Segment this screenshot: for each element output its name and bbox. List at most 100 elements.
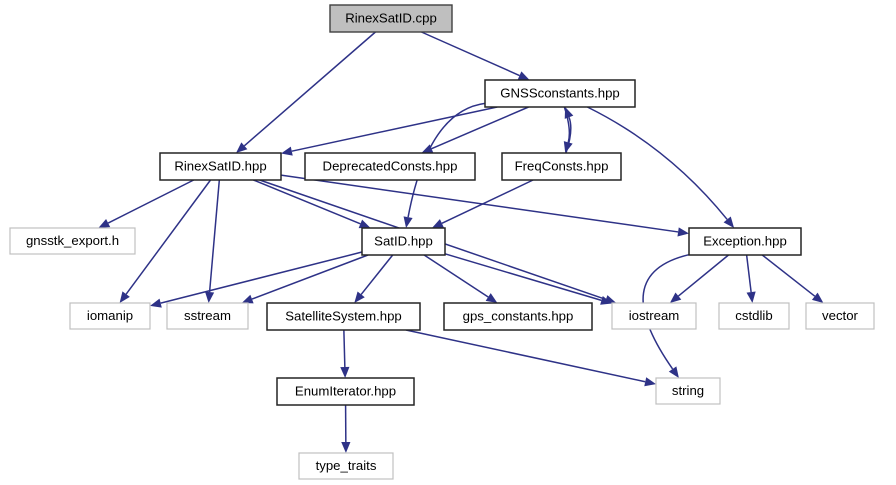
arrowhead-icon: [564, 107, 574, 119]
node-box: [276, 377, 415, 406]
arrowhead-icon: [644, 377, 656, 387]
node-label: iostream: [629, 308, 680, 323]
node-rinexsatid-cpp[interactable]: RinexSatID.cpp: [329, 4, 453, 33]
node-gnsstk-export-h[interactable]: gnsstk_export.h: [9, 227, 136, 255]
edge-line: [160, 251, 363, 304]
node-iomanip[interactable]: iomanip: [69, 302, 151, 330]
node-satellitesystem-hpp[interactable]: SatelliteSystem.hpp: [266, 302, 421, 331]
edge-line: [360, 254, 394, 295]
edge-line: [291, 106, 498, 152]
edge-line: [642, 253, 690, 370]
node-label: vector: [822, 308, 859, 323]
edge-enumiterator-hpp-to-type-traits: [341, 404, 351, 453]
node-vector[interactable]: vector: [805, 302, 875, 330]
node-box: [266, 302, 421, 331]
edge-exception-hpp-to-cstdlib: [745, 254, 756, 303]
edge-satellitesystem-hpp-to-enumiterator-hpp: [340, 329, 350, 378]
edge-rinexsatid-cpp-to-gnssconstants-hpp: [421, 31, 530, 80]
node-box: [484, 79, 636, 108]
edge-line: [253, 179, 361, 225]
edge-line: [243, 31, 376, 147]
node-label: FreqConsts.hpp: [515, 158, 609, 173]
arrowhead-icon: [431, 219, 444, 228]
edge-satid-hpp-to-iomanip: [150, 251, 363, 308]
edge-rinexsatid-cpp-to-rinexsatid-hpp: [236, 31, 376, 153]
edge-freqconsts-hpp-to-satid-hpp: [431, 179, 534, 228]
node-label: RinexSatID.cpp: [345, 10, 437, 25]
arrowhead-icon: [485, 293, 498, 303]
edge-layer: [98, 31, 824, 453]
edge-line: [107, 179, 195, 224]
node-box: [611, 302, 697, 330]
edge-line: [405, 329, 646, 383]
edge-exception-hpp-to-string: [642, 253, 690, 378]
arrowhead-icon: [358, 219, 371, 229]
node-cstdlib[interactable]: cstdlib: [718, 302, 790, 330]
edge-line: [587, 106, 728, 220]
arrowhead-icon: [119, 291, 130, 303]
edge-line: [125, 179, 212, 295]
edge-rinexsatid-hpp-to-sstream: [205, 179, 221, 303]
arrowhead-icon: [600, 295, 612, 305]
edge-line: [745, 254, 752, 293]
node-deprecatedconsts-hpp[interactable]: DeprecatedConsts.hpp: [304, 152, 476, 181]
node-satid-hpp[interactable]: SatID.hpp: [361, 227, 446, 256]
node-label: sstream: [184, 308, 231, 323]
node-box: [501, 152, 622, 181]
arrowhead-icon: [281, 146, 293, 156]
arrowhead-icon: [205, 291, 215, 303]
arrowhead-icon: [517, 71, 530, 80]
node-gnssconstants-hpp[interactable]: GNSSconstants.hpp: [484, 79, 636, 108]
node-box: [443, 302, 593, 331]
node-label: SatelliteSystem.hpp: [285, 308, 402, 323]
node-box: [655, 377, 721, 405]
arrowhead-icon: [150, 298, 162, 308]
node-gps-constants-hpp[interactable]: gps_constants.hpp: [443, 302, 593, 331]
edge-gnssconstants-hpp-to-rinexsatid-hpp: [281, 106, 498, 156]
edge-gnssconstants-hpp-to-deprecatedconsts-hpp: [421, 106, 529, 153]
node-exception-hpp[interactable]: Exception.hpp: [688, 227, 802, 256]
edge-satid-hpp-to-gps-constants-hpp: [423, 254, 498, 303]
node-label: type_traits: [316, 458, 377, 473]
node-label: string: [672, 383, 704, 398]
node-box: [9, 227, 136, 255]
edge-line: [565, 117, 572, 154]
node-box: [329, 4, 453, 33]
edge-line: [343, 329, 346, 368]
arrowhead-icon: [677, 227, 689, 237]
edge-rinexsatid-hpp-to-iomanip: [119, 179, 212, 303]
node-string[interactable]: string: [655, 377, 721, 405]
node-box: [69, 302, 151, 330]
node-sstream[interactable]: sstream: [166, 302, 249, 330]
arrowhead-icon: [341, 441, 351, 453]
node-box: [166, 302, 249, 330]
node-box: [304, 152, 476, 181]
edge-satid-hpp-to-satellitesystem-hpp: [354, 254, 394, 303]
edge-line: [423, 254, 489, 298]
arrowhead-icon: [354, 291, 365, 303]
edge-gnssconstants-hpp-to-exception-hpp: [587, 106, 735, 228]
arrowhead-icon: [811, 292, 824, 303]
arrowhead-icon: [403, 216, 413, 228]
node-label: gps_constants.hpp: [463, 308, 574, 323]
node-box: [159, 152, 282, 181]
arrowhead-icon: [668, 366, 679, 378]
node-label: EnumIterator.hpp: [295, 383, 396, 398]
node-label: Exception.hpp: [703, 233, 787, 248]
node-enumiterator-hpp[interactable]: EnumIterator.hpp: [276, 377, 415, 406]
arrowhead-icon: [669, 292, 682, 303]
edge-satid-hpp-to-iostream: [444, 253, 612, 305]
edge-exception-hpp-to-vector: [761, 254, 824, 303]
node-box: [718, 302, 790, 330]
arrowhead-icon: [723, 216, 735, 228]
edge-line: [431, 106, 529, 150]
arrowhead-icon: [236, 142, 248, 153]
node-rinexsatid-hpp[interactable]: RinexSatID.hpp: [159, 152, 282, 181]
edge-line: [761, 254, 816, 297]
edge-rinexsatid-hpp-to-gnsstk-export-h: [98, 179, 195, 228]
node-freqconsts-hpp[interactable]: FreqConsts.hpp: [501, 152, 622, 181]
node-type-traits[interactable]: type_traits: [298, 452, 394, 480]
node-iostream[interactable]: iostream: [611, 302, 697, 330]
edge-freqconsts-hpp-to-gnssconstants-hpp: [564, 107, 574, 154]
arrowhead-icon: [241, 294, 254, 304]
